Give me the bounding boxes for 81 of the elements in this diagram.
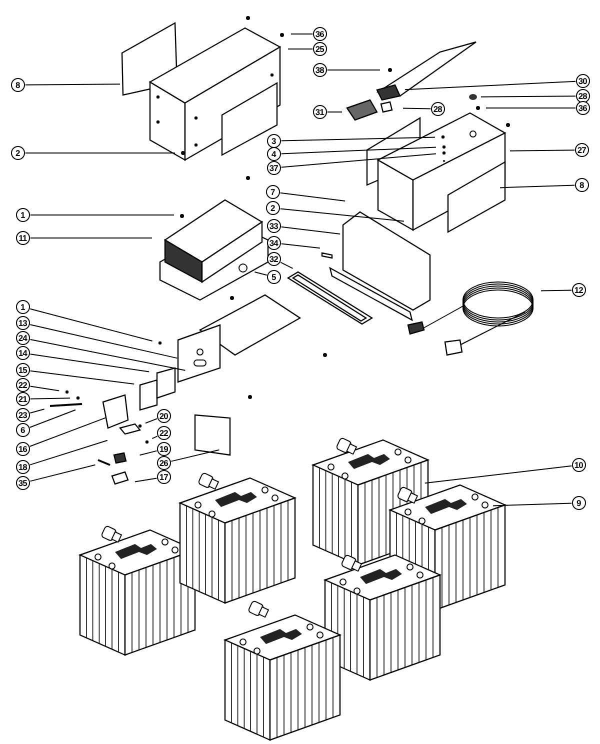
callout-number: 18 (16, 460, 30, 474)
callout-number: 33 (266, 218, 281, 233)
leader-line (30, 339, 186, 371)
leader-line (134, 478, 158, 482)
callout-number: 9 (572, 496, 586, 510)
leader-line (30, 308, 153, 342)
leader-line (404, 80, 576, 90)
callout-number: 30 (576, 74, 590, 88)
leader-line (280, 146, 436, 154)
callout-number: 38 (312, 62, 327, 77)
callout-number: 15 (16, 362, 30, 377)
callout-number: 37 (266, 160, 281, 175)
leader-line (424, 465, 572, 484)
leader-line (480, 96, 576, 98)
callout-number: 27 (574, 142, 589, 157)
leader-line (30, 370, 135, 384)
leader-line (280, 192, 346, 202)
callout-number: 12 (572, 282, 586, 297)
callout-number: 20 (156, 408, 171, 423)
leader-line (29, 417, 106, 447)
callout-number: 36 (312, 26, 327, 41)
callout-number: 16 (16, 442, 30, 456)
callout-number: 1 (16, 208, 30, 222)
leader-line (280, 243, 320, 249)
leader-line (30, 440, 108, 466)
callout-number: 19 (156, 442, 171, 456)
leader-line (510, 150, 576, 152)
callout-number: 13 (16, 316, 30, 330)
leader-line (30, 398, 70, 400)
leader-line (280, 226, 341, 234)
callout-number: 23 (16, 408, 30, 422)
callout-number: 3 (266, 134, 281, 148)
leader-line (402, 108, 432, 110)
callout-number: 24 (16, 330, 30, 345)
leader-line (24, 84, 120, 86)
leader-line (139, 450, 158, 456)
callout-number: 4 (266, 146, 281, 161)
callout-number: 5 (266, 270, 281, 284)
leader-line (152, 436, 158, 440)
callout-number: 2 (266, 200, 280, 215)
leader-line (288, 48, 314, 50)
callout-number: 21 (16, 392, 30, 406)
leader-line (280, 153, 436, 168)
callout-number: 7 (266, 184, 280, 199)
callout-number: 34 (266, 236, 281, 250)
leader-line (30, 408, 45, 414)
leader-line (30, 386, 60, 392)
callout-number: 22 (16, 378, 30, 392)
leader-line (30, 354, 150, 372)
callout-number: 11 (16, 230, 30, 245)
callout-number: 28 (576, 88, 590, 103)
callout-number: 6 (16, 422, 30, 437)
callout-number: 28 (430, 102, 445, 116)
leader-line (500, 184, 576, 188)
leader-line (280, 262, 294, 269)
leader-line (30, 214, 174, 216)
leader-line (492, 502, 572, 506)
callout-number: 36 (576, 100, 590, 115)
callout-number: 1 (16, 300, 30, 314)
callout-number: 31 (312, 104, 327, 119)
leader-line (145, 418, 158, 424)
callout-number: 14 (16, 346, 30, 360)
callout-number: 8 (574, 178, 589, 192)
leader-line (280, 136, 436, 142)
callout-number: 26 (156, 456, 171, 470)
callout-number: 2 (10, 146, 25, 160)
callout-number: 8 (10, 78, 25, 92)
callout-number: 10 (572, 458, 586, 472)
callout-number: 35 (16, 476, 30, 490)
leader-line (280, 208, 404, 222)
callout-number: 25 (312, 42, 327, 56)
leader-line (30, 324, 178, 359)
callout-number: 32 (266, 252, 281, 266)
callout-number: 22 (156, 426, 171, 440)
leader-line (170, 449, 220, 462)
leader-line (540, 290, 572, 292)
leader-line (29, 409, 76, 428)
callout-number: 17 (156, 470, 171, 484)
leader-line (30, 464, 96, 482)
leader-line (24, 152, 176, 154)
leader-line (254, 272, 268, 276)
